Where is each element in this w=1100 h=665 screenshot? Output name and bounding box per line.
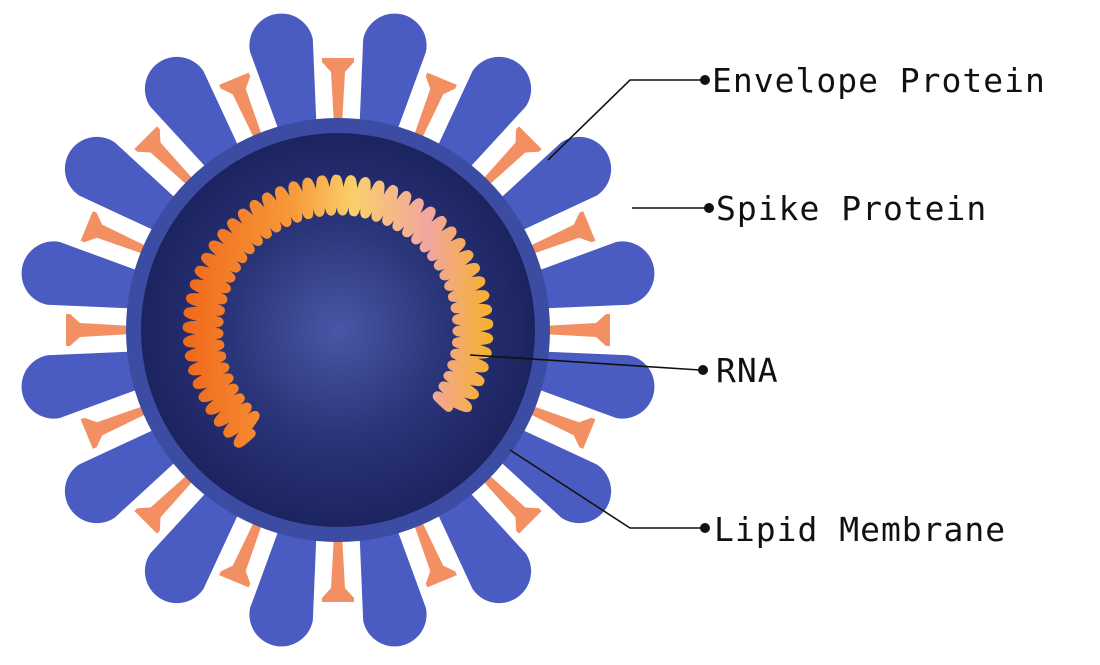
envelope-protein [219,72,264,143]
envelope-proteins [66,58,610,602]
spike-protein [434,486,532,604]
spike-protein [434,56,532,174]
spike-protein [249,13,317,138]
envelope-protein [412,72,457,143]
spike-protein [144,486,242,604]
spike-protein [530,241,655,309]
envelope-protein [219,517,264,588]
envelope-protein [134,126,196,188]
rna-dot [698,365,708,375]
envelope-protein [134,472,196,534]
envelope-protein [322,535,354,602]
envelope-protein-leader [547,79,703,161]
envelope-protein [525,404,596,449]
lipid-membrane-leader [509,449,703,529]
spike-protein [144,56,242,174]
spike-protein [359,522,427,647]
envelope-protein-label: Envelope Protein [712,61,1046,100]
spike-proteins [21,13,655,647]
envelope-protein [322,58,354,125]
spike-protein [530,351,655,419]
envelope-protein [80,404,151,449]
spike-protein [249,522,317,647]
rna-leader [469,354,701,371]
envelope-protein [543,314,610,346]
spike-protein-dot [704,203,714,213]
spike-protein [359,13,427,138]
envelope-protein [66,314,133,346]
spike-protein-label: Spike Protein [716,189,987,228]
leader-lines [469,75,714,533]
envelope-protein [480,472,542,534]
spike-protein [21,351,146,419]
envelope-protein-dot [700,75,710,85]
lipid-membrane-label: Lipid Membrane [714,510,1006,549]
rna-label: RNA [716,351,779,390]
envelope-protein [80,211,151,256]
spike-protein [64,136,182,234]
envelope-protein [525,211,596,256]
spike-protein [494,136,612,234]
spike-protein [64,426,182,524]
envelope-protein [480,126,542,188]
lipid-membrane-dot [700,523,710,533]
spike-protein [494,426,612,524]
spike-protein [21,241,146,309]
rna-strand [182,174,494,448]
envelope-protein [412,517,457,588]
